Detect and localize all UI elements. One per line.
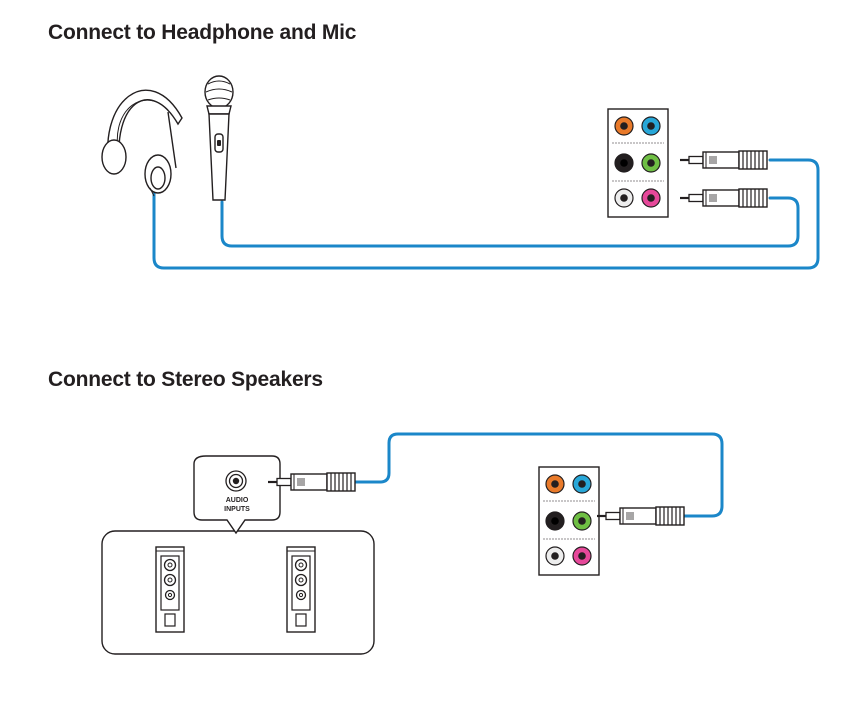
audio-inputs-callout: AUDIO INPUTS xyxy=(193,455,281,535)
speaker-cable xyxy=(352,432,724,518)
headphone-cable xyxy=(152,158,820,270)
audio-jack-panel-icon xyxy=(538,466,600,576)
audio-plug-icon xyxy=(678,149,769,171)
audio-plug-icon xyxy=(595,505,686,527)
headphone-icon xyxy=(101,89,183,197)
mic-cable xyxy=(220,196,800,248)
speaker-enclosure xyxy=(101,530,375,655)
section-title-stereo-speakers: Connect to Stereo Speakers xyxy=(48,368,323,391)
microphone-icon xyxy=(204,75,234,201)
speaker-icon xyxy=(286,546,316,633)
audio-plug-icon xyxy=(678,187,769,209)
audio-inputs-label-line1: AUDIO xyxy=(226,497,249,504)
audio-inputs-label-line2: INPUTS xyxy=(224,506,250,513)
speaker-icon xyxy=(155,546,185,633)
audio-jack-panel-icon xyxy=(607,108,669,218)
audio-plug-icon xyxy=(266,471,357,493)
section-title-headphone-mic: Connect to Headphone and Mic xyxy=(48,21,357,44)
